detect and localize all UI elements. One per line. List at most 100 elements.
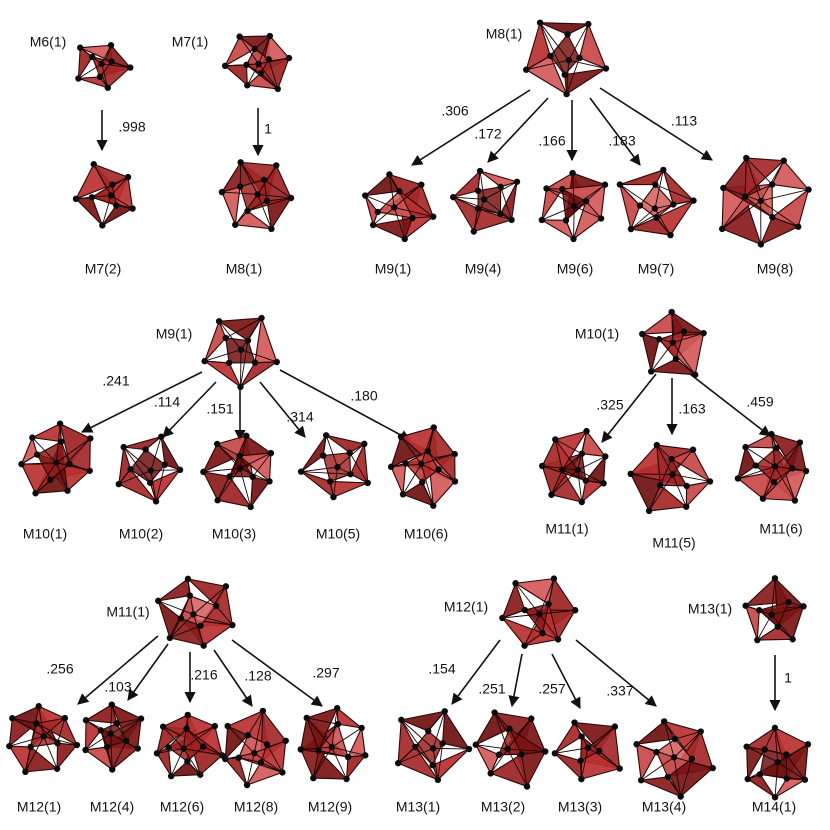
cluster-label: M12(6) (160, 799, 204, 815)
transition-probability: .216 (190, 667, 217, 683)
cluster-m10-1a (18, 420, 94, 497)
transition-probability: .325 (596, 397, 623, 413)
cluster-m10-2 (115, 433, 184, 505)
transition-arrow (80, 371, 203, 433)
transition-probability: .337 (606, 683, 633, 699)
cluster-m7-2 (72, 161, 136, 229)
cluster-label: M13(1) (396, 799, 440, 815)
cluster-label: M14(1) (752, 799, 796, 815)
cluster-m8-1a (218, 159, 295, 233)
cluster-label: M13(4) (642, 799, 686, 815)
transition-arrow (508, 653, 523, 708)
cluster-label: M13(3) (558, 799, 602, 815)
cluster-m9-1a (362, 171, 437, 243)
cluster-label: M10(2) (119, 526, 163, 542)
cluster-m9-1b (201, 314, 280, 391)
cluster-label: M11(1) (545, 521, 588, 537)
transition-arrow (575, 639, 657, 707)
transition-probability: .306 (441, 103, 468, 119)
cluster-m6-1 (75, 42, 134, 91)
cluster-label: M12(4) (90, 799, 134, 815)
transition-arrow (231, 639, 323, 707)
transition-probability: .151 (206, 401, 233, 417)
cluster-m12-1a (6, 703, 81, 776)
cluster-m12-8 (222, 707, 289, 789)
cluster-m13-1a (394, 708, 473, 784)
transition-arrow (451, 639, 501, 705)
transition-probability: .180 (350, 388, 377, 404)
cluster-m8-1b (523, 19, 610, 98)
cluster-m11-6 (734, 430, 810, 504)
cluster-label: M11(5) (652, 535, 695, 551)
cluster-label: M8(1) (486, 26, 523, 42)
cluster-label: M12(1) (17, 799, 61, 815)
cluster-label: M9(7) (638, 261, 675, 277)
transition-arrow (487, 97, 549, 163)
transition-probability: .154 (428, 661, 455, 677)
cluster-label: M7(1) (172, 34, 209, 50)
transition-probability: .128 (244, 668, 271, 684)
transition-probability: .241 (102, 373, 129, 389)
transition-arrow (411, 89, 531, 166)
cluster-m9-4 (450, 167, 521, 235)
transition-probability: .314 (286, 409, 313, 425)
transition-probability: .459 (746, 394, 773, 410)
cluster-label: M9(4) (465, 261, 502, 277)
cluster-m13-4 (633, 718, 716, 800)
cluster-m11-1a (539, 427, 609, 506)
transition-arrow (127, 643, 169, 701)
cluster-m12-6 (153, 711, 226, 780)
transition-probability: 1 (264, 121, 272, 137)
cluster-m14-1 (743, 724, 812, 801)
cluster-label: M10(5) (316, 526, 360, 542)
cluster-label: M11(1) (106, 604, 149, 620)
transition-arrow (689, 373, 771, 437)
cluster-m12-1b (499, 575, 579, 649)
transition-arrow (213, 649, 253, 707)
cluster-label: M9(6) (557, 261, 594, 277)
cluster-m11-1b (155, 575, 236, 649)
transition-probability: .163 (678, 401, 705, 417)
transition-arrow (601, 373, 657, 443)
transition-arrow (589, 97, 641, 166)
labels-layer: M6(1) M7(1) M7(2) M8(1) M8(1) M9(1) M9(4) M9(6)… (17, 26, 803, 815)
transition-probability: .113 (671, 113, 697, 129)
transition-probability: .297 (312, 665, 339, 681)
cluster-label: M12(8) (234, 799, 278, 815)
clusters-layer (6, 19, 812, 801)
transition-probability: .183 (608, 133, 635, 149)
transition-arrow (77, 635, 159, 705)
transition-arrow (599, 87, 713, 161)
cluster-m10-1b (639, 308, 707, 378)
cluster-m7-1 (221, 32, 293, 93)
transition-probability: .998 (118, 119, 145, 135)
transition-probability: .256 (46, 661, 73, 677)
cluster-m9-7 (616, 166, 697, 239)
transition-arrow (259, 381, 306, 438)
transition-arrow (551, 653, 581, 709)
transition-probability: .251 (478, 681, 505, 697)
cluster-label: M10(3) (212, 526, 256, 542)
cluster-m12-4 (82, 701, 145, 773)
cluster-m10-6 (387, 424, 459, 509)
transition-probability: .114 (154, 394, 180, 410)
edges-layer (77, 87, 781, 712)
cluster-label: M6(1) (30, 34, 67, 50)
cluster-label: M11(6) (759, 521, 802, 537)
transition-arrow (279, 369, 411, 441)
cluster-m13-2 (472, 709, 549, 790)
cluster-label: M13(1) (688, 601, 732, 617)
transition-probability: .166 (538, 133, 565, 149)
transition-probability: .103 (104, 679, 131, 695)
cluster-label: M10(1) (575, 326, 619, 342)
cluster-m9-8 (718, 154, 812, 248)
cluster-label: M8(1) (226, 261, 263, 277)
transition-probability: .257 (538, 681, 565, 697)
cluster-label: M13(2) (481, 799, 525, 815)
cluster-label: M7(2) (85, 261, 122, 277)
transition-arrow (162, 381, 217, 438)
transition-probability: .172 (474, 126, 501, 142)
cluster-label: M9(1) (156, 326, 193, 342)
cluster-m13-1b (742, 575, 807, 644)
